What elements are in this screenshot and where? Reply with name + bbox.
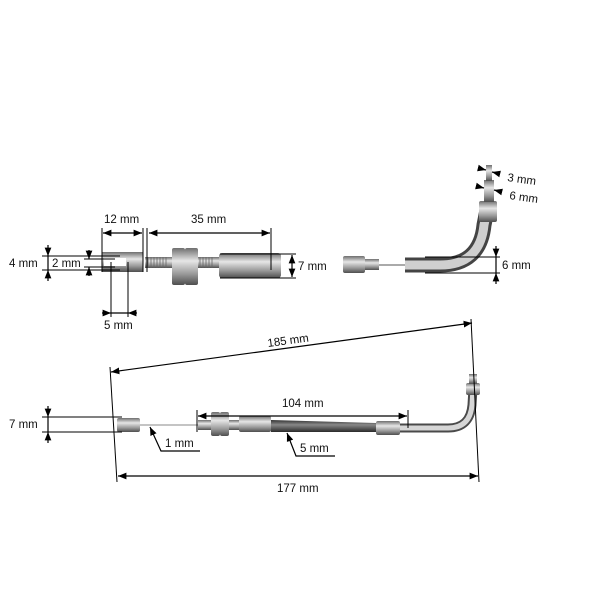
dim-label-wire-diameter: 1 mm bbox=[165, 438, 194, 450]
dim-label-slot-height: 2 mm bbox=[52, 258, 81, 270]
dim-label-thread-length: 35 mm bbox=[191, 214, 226, 226]
sheath-ferrule bbox=[239, 416, 271, 432]
dim-label-sleeve-diameter: 7 mm bbox=[298, 261, 327, 273]
dim-label-sheath-length: 104 mm bbox=[282, 398, 324, 410]
dim-label-clevis-width: 12 mm bbox=[104, 214, 139, 226]
leader-1mm bbox=[149, 426, 200, 452]
dim-label-tip-diameter: 3 mm bbox=[507, 172, 537, 188]
end-fitting bbox=[343, 256, 365, 273]
thread-lines bbox=[147, 257, 213, 268]
dim-label-end-diameter: 7 mm bbox=[9, 419, 38, 431]
hex-nut bbox=[466, 383, 480, 395]
dim-label-thread-diameter: 6 mm bbox=[509, 190, 539, 206]
dim-label-outer-height: 4 mm bbox=[9, 258, 38, 270]
threaded-tip bbox=[469, 374, 477, 384]
sleeve bbox=[219, 253, 281, 278]
dim-label-tube-diameter: 6 mm bbox=[502, 260, 531, 272]
full-cable-overview: 185 mm 177 mm 104 mm 7 mm 1 mm 5 mm bbox=[9, 318, 480, 495]
end-fitting bbox=[117, 418, 140, 432]
threaded-tip bbox=[484, 180, 494, 202]
sheath-ferrule bbox=[376, 421, 400, 435]
clevis-end-detail: 12 mm 35 mm 4 mm 2 mm 5 mm 7 mm bbox=[9, 214, 327, 332]
bent-tube bbox=[405, 209, 492, 270]
dim-label-diagonal-length: 185 mm bbox=[267, 333, 310, 350]
dim-line-185mm bbox=[110, 320, 473, 375]
hex-nut bbox=[172, 248, 185, 285]
bent-tube-end-detail: 3 mm 6 mm 6 mm bbox=[343, 164, 539, 284]
leader-5mm bbox=[286, 432, 335, 457]
dim-label-slot-width: 5 mm bbox=[104, 320, 133, 332]
dim-label-sheath-diameter: 5 mm bbox=[300, 443, 329, 455]
dim-label-overall-length: 177 mm bbox=[277, 483, 319, 495]
clevis-slot bbox=[104, 258, 126, 266]
bent-tube bbox=[400, 387, 476, 431]
hex-nut bbox=[185, 248, 198, 285]
hex-nut bbox=[479, 201, 497, 222]
cable-sheath bbox=[271, 420, 376, 432]
